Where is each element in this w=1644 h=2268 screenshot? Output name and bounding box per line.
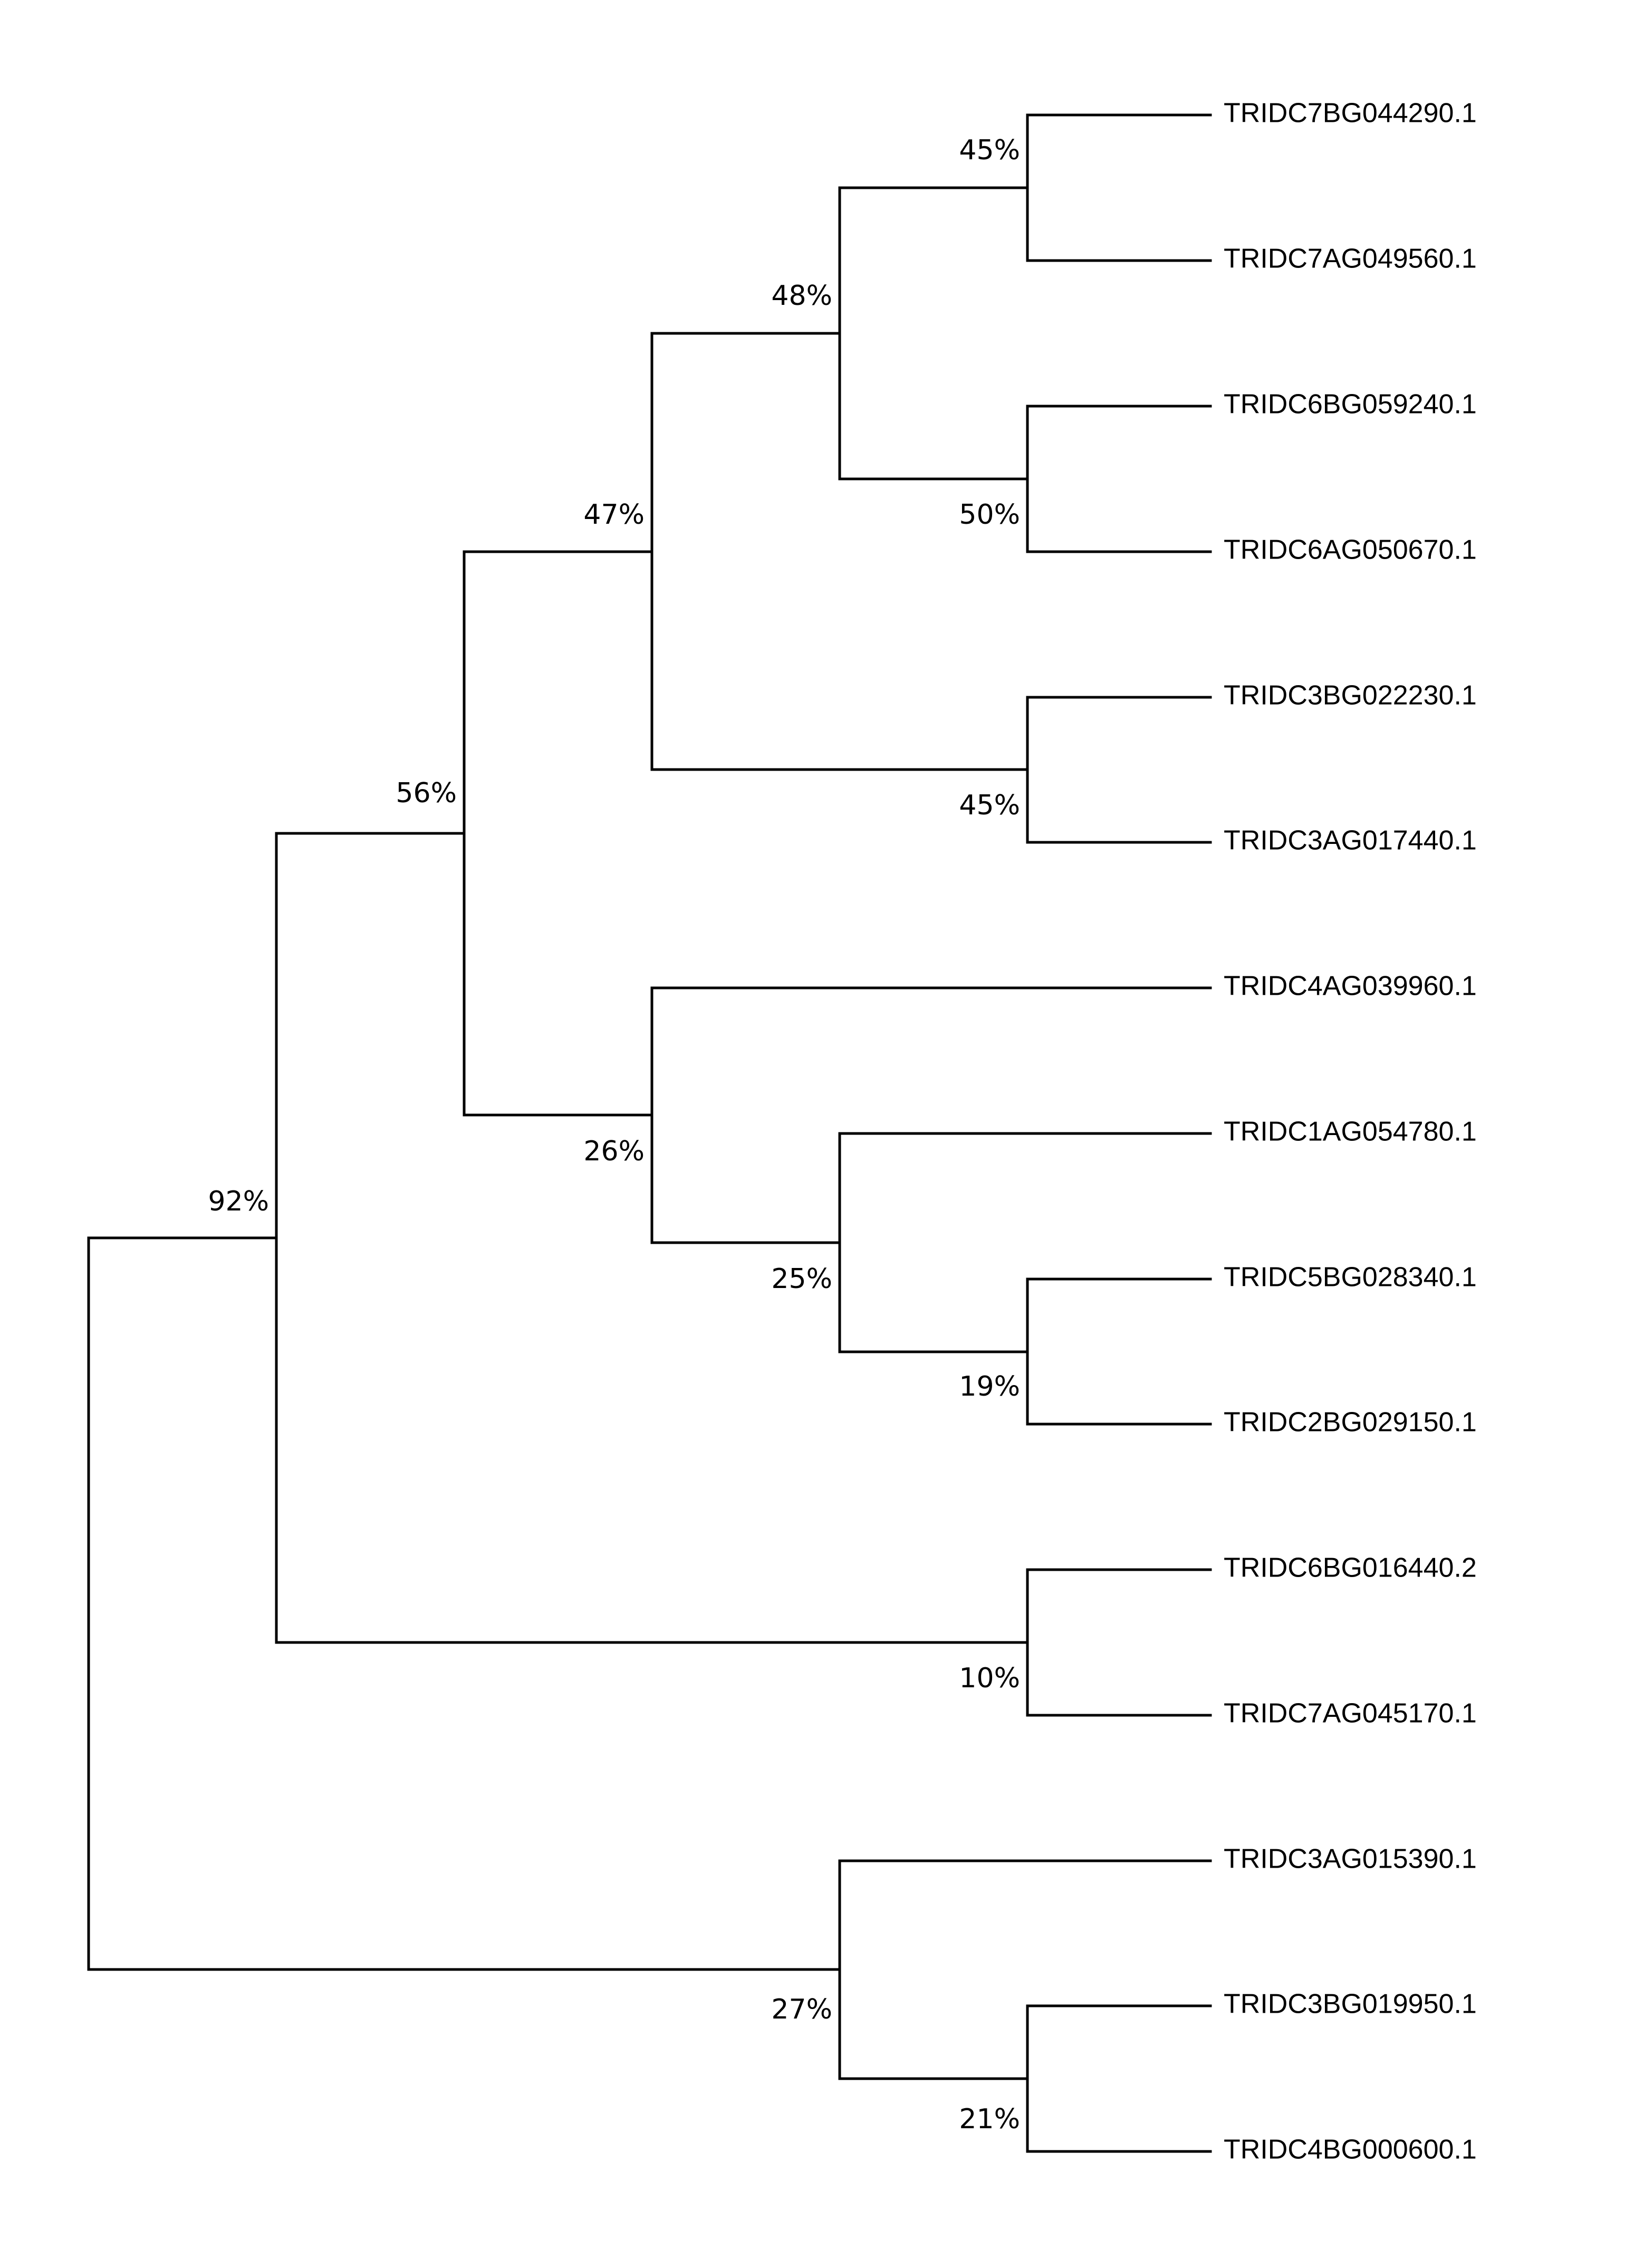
leaf-label: TRIDC7BG044290.1 [1224,98,1477,129]
leaf-label: TRIDC3AG017440.1 [1224,825,1477,856]
leaf-label: TRIDC5BG028340.1 [1224,1262,1477,1293]
leaf-label: TRIDC6BG059240.1 [1224,389,1477,420]
bootstrap-label: 48% [771,280,832,312]
leaf-label: TRIDC3AG015390.1 [1224,1844,1477,1875]
leaf-label: TRIDC2BG029150.1 [1224,1407,1477,1438]
bootstrap-label: 19% [959,1371,1020,1402]
bootstrap-label: 21% [959,2103,1020,2135]
bootstrap-label: 45% [959,790,1020,821]
bootstrap-label: 27% [771,1994,832,2025]
leaf-label: TRIDC4BG000600.1 [1224,2135,1477,2165]
tree-branches [87,113,1212,2153]
leaf-label: TRIDC7AG049560.1 [1224,244,1477,274]
bootstrap-label: 92% [208,1186,269,1217]
leaf-label: TRIDC6AG050670.1 [1224,535,1477,565]
leaf-label: TRIDC3BG019950.1 [1224,1989,1477,2020]
leaf-label: TRIDC7AG045170.1 [1224,1698,1477,1729]
support-labels: 92% 56% 47% 48% 45% 50% 45% 26% 25% 19% … [208,134,1020,2135]
bootstrap-label: 50% [959,499,1020,531]
leaf-label: TRIDC1AG054780.1 [1224,1117,1477,1147]
bootstrap-label: 25% [771,1263,832,1295]
leaf-label: TRIDC4AG039960.1 [1224,971,1477,1002]
bootstrap-label: 26% [583,1136,645,1167]
leaf-label: TRIDC6BG016440.2 [1224,1553,1477,1583]
bootstrap-label: 47% [583,499,645,531]
bootstrap-label: 10% [959,1662,1020,1694]
bootstrap-label: 56% [396,777,457,809]
leaf-labels: TRIDC7BG044290.1 TRIDC7AG049560.1 TRIDC6… [1224,98,1477,2165]
bootstrap-label: 45% [959,134,1020,166]
leaf-label: TRIDC3BG022230.1 [1224,680,1477,711]
